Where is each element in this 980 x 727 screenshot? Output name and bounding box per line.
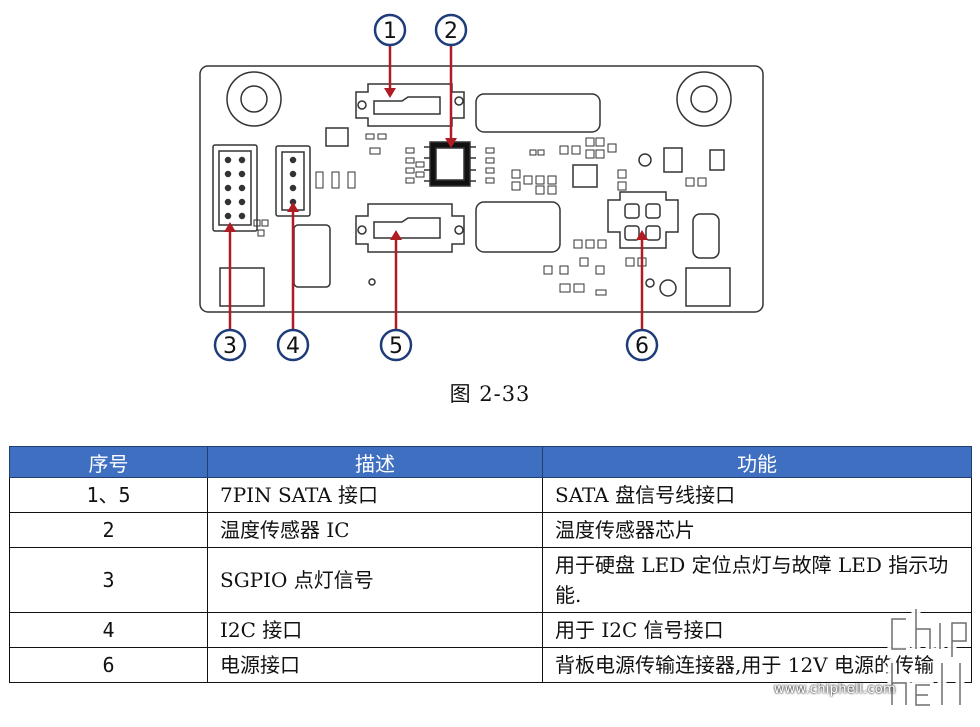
footprint-rect-top [325, 127, 349, 147]
fiducial-3 [645, 278, 655, 288]
callout-arrow-5 [390, 230, 402, 240]
callout-circle-6 [625, 328, 659, 362]
table-header-row: 序号 描述 功能 [9, 446, 972, 478]
watermark-url: www.chiphell.com [773, 682, 896, 697]
header-index: 序号 [9, 446, 208, 478]
callout-label-6: 6 [635, 334, 649, 359]
callout-arrow-2 [445, 138, 457, 148]
pad-right [692, 213, 720, 259]
row-function: SATA 盘信号线接口 [542, 477, 972, 513]
passive-components [253, 133, 707, 296]
callout-circle-4 [276, 328, 310, 362]
pad-bottom [475, 201, 561, 253]
row-index: 4 [9, 612, 208, 648]
row-function: 背板电源传输连接器,用于 12V 电源的传输 [542, 647, 972, 683]
row-index: 6 [9, 647, 208, 683]
footprint-square-right [685, 267, 731, 307]
fiducial-1 [638, 153, 652, 167]
row-description: 7PIN SATA 接口 [207, 477, 543, 513]
callout-circle-5 [379, 328, 413, 362]
callout-arrow-4 [287, 202, 299, 212]
row-index: 3 [9, 547, 208, 613]
temperature-sensor-chip [424, 141, 476, 187]
figure-caption: 图 2-33 [449, 382, 531, 406]
mounting-hole-right [676, 71, 732, 127]
board-diagram: 1 2 3 4 5 6 [199, 13, 764, 362]
table-row: 1、5 7PIN SATA 接口 SATA 盘信号线接口 [9, 477, 972, 513]
callout-arrow-3 [224, 222, 236, 232]
footprint-rect-right2 [709, 149, 725, 171]
row-description: 温度传感器 IC [207, 512, 543, 548]
spec-table: 序号 描述 功能 1、5 7PIN SATA 接口 SATA 盘信号线接口 2 … [9, 446, 972, 683]
sata-connector-top [355, 83, 465, 127]
callout-label-3: 3 [223, 334, 237, 359]
callout-label-1: 1 [383, 19, 397, 44]
fiducial-4 [368, 278, 376, 286]
row-function: 温度传感器芯片 [542, 512, 972, 548]
power-connector [607, 191, 679, 249]
callout-label-4: 4 [286, 334, 300, 359]
header-function: 功能 [542, 446, 972, 478]
row-description: I2C 接口 [207, 612, 543, 648]
sata-connector-bottom [355, 203, 465, 253]
row-index: 1、5 [9, 477, 208, 513]
table-row: 4 I2C 接口 用于 I2C 信号接口 [9, 612, 972, 648]
callout-circle-3 [213, 328, 247, 362]
pcb-board [199, 65, 764, 313]
callout-circle-2 [434, 13, 468, 47]
row-description: SGPIO 点灯信号 [207, 547, 543, 613]
row-function: 用于硬盘 LED 定位点灯与故障 LED 指示功能. [542, 547, 972, 613]
row-index: 2 [9, 512, 208, 548]
pad-top [475, 93, 601, 133]
footprint-rect-right [663, 147, 683, 173]
mounting-hole-left [226, 71, 282, 127]
chiphell-watermark-logo [887, 605, 971, 710]
callout-arrow-6 [636, 230, 648, 240]
table-row: 2 温度传感器 IC 温度传感器芯片 [9, 512, 972, 548]
table-row: 6 电源接口 背板电源传输连接器,用于 12V 电源的传输 [9, 647, 972, 683]
footprint-square-left [219, 267, 265, 307]
footprint-rect-mid [572, 164, 598, 188]
header-description: 描述 [207, 446, 543, 478]
callout-circle-1 [373, 13, 407, 47]
table-row: 3 SGPIO 点灯信号 用于硬盘 LED 定位点灯与故障 LED 指示功能. [9, 547, 972, 613]
callout-label-5: 5 [389, 334, 403, 359]
callout-label-2: 2 [444, 19, 458, 44]
fiducial-2 [659, 279, 677, 297]
row-description: 电源接口 [207, 647, 543, 683]
callout-arrow-1 [384, 88, 396, 98]
